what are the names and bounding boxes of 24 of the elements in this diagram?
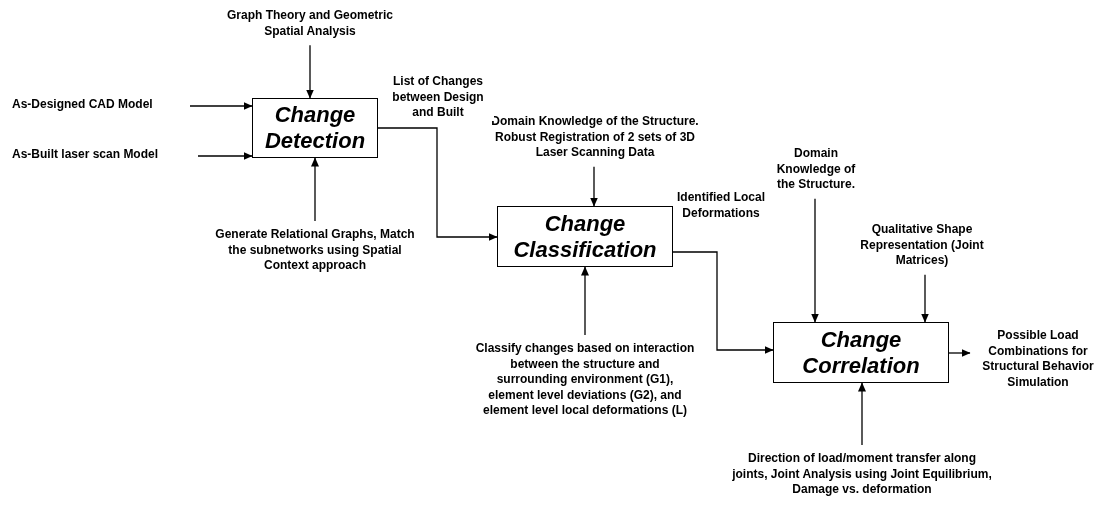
input-text: As-Built laser scan Model <box>12 147 192 163</box>
arrow <box>377 127 498 241</box>
arrow <box>189 102 253 110</box>
arrow <box>811 198 819 323</box>
input-text: Domain Knowledge of the Structure. <box>776 146 856 193</box>
arrow <box>921 274 929 323</box>
input-text: Qualitative Shape Representation (Joint Matrices) <box>858 222 986 269</box>
input-text: Classify changes based on interaction between the structure and surrounding environment (G1), element level deviations (G2), and element level local deformations (L) <box>475 341 695 419</box>
arrow <box>590 166 598 207</box>
arrow <box>311 157 319 222</box>
process-box: Change Classification <box>497 206 673 267</box>
arrow <box>672 251 774 354</box>
arrow <box>948 349 971 357</box>
arrow <box>197 152 253 160</box>
arrow <box>306 44 314 99</box>
process-box: Change Detection <box>252 98 378 158</box>
input-text: As-Designed CAD Model <box>12 97 184 113</box>
arrow <box>581 266 589 336</box>
input-text: Graph Theory and Geometric Spatial Analysis <box>218 8 402 40</box>
input-text: Generate Relational Graphs, Match the subnetworks using Spatial Context approach <box>205 227 425 274</box>
process-box: Change Correlation <box>773 322 949 383</box>
input-text: Possible Load Combinations for Structural Behavior Simulation <box>976 328 1100 391</box>
arrow <box>858 382 866 446</box>
input-text: Direction of load/moment transfer along joints, Joint Analysis using Joint Equilibrium, Damage vs. deformation <box>730 451 994 498</box>
